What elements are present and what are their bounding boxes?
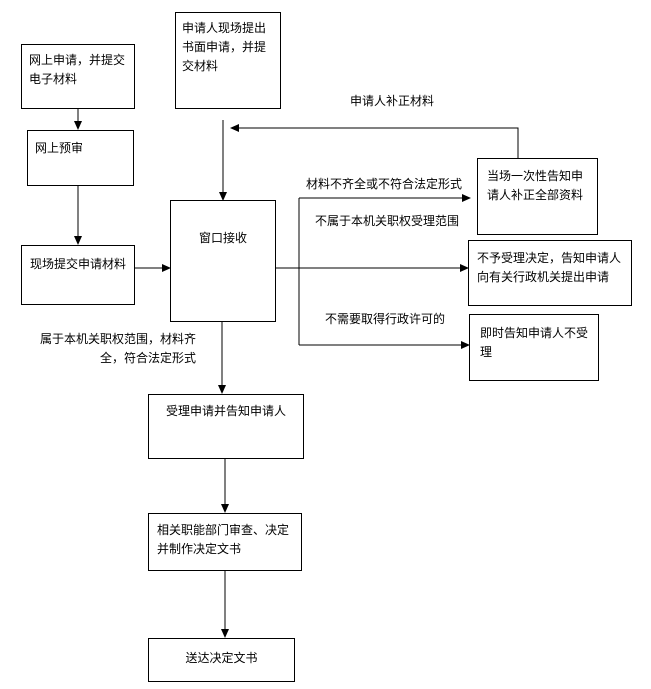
node-reject-refer-text: 不予受理决定，告知申请人向有关行政机关提出申请 [477,251,622,284]
node-online-apply-text: 网上申请，并提交电子材料 [29,53,126,86]
label-in-scope-complete: 属于本机关职权范围，材料齐全，符合法定形式 [39,332,196,365]
node-window-accept-text: 窗口接收 [198,231,247,245]
node-review-decide-text: 相关职能部门审查、决定并制作决定文书 [157,523,290,556]
node-online-precheck: 网上预审 [27,130,134,186]
node-review-decide: 相关职能部门审查、决定并制作决定文书 [148,513,302,571]
node-reject-refer: 不予受理决定，告知申请人向有关行政机关提出申请 [468,240,632,306]
node-deliver: 送达决定文书 [148,638,295,682]
label-incomplete: 材料不齐全或不符合法定形式 [306,177,463,191]
node-onsite-written: 申请人现场提出书面申请，并提交材料 [175,12,281,109]
node-notify-once: 当场一次性告知申请人补正全部资料 [477,158,598,235]
node-notify-once-text: 当场一次性告知申请人补正全部资料 [487,169,584,202]
node-notify-no-accept-text: 即时告知申请人不受理 [480,326,589,359]
node-accept-notify-text: 受理申请并告知申请人 [165,404,286,418]
label-no-permit-needed: 不需要取得行政许可的 [325,312,446,326]
node-onsite-submit-text: 现场提交申请材料 [29,257,126,271]
node-notify-no-accept: 即时告知申请人不受理 [469,314,599,381]
node-online-precheck-text: 网上预审 [35,141,84,155]
edge-supplement-return [230,124,519,158]
node-onsite-submit: 现场提交申请材料 [21,245,135,305]
node-deliver-text: 送达决定文书 [185,651,258,665]
label-out-of-scope: 不属于本机关职权受理范围 [315,214,460,228]
node-online-apply: 网上申请，并提交电子材料 [21,44,135,109]
node-accept-notify: 受理申请并告知申请人 [148,394,304,459]
node-window-accept: 窗口接收 [170,200,276,322]
label-supplement: 申请人补正材料 [350,94,435,108]
node-onsite-written-text: 申请人现场提出书面申请，并提交材料 [182,21,267,73]
